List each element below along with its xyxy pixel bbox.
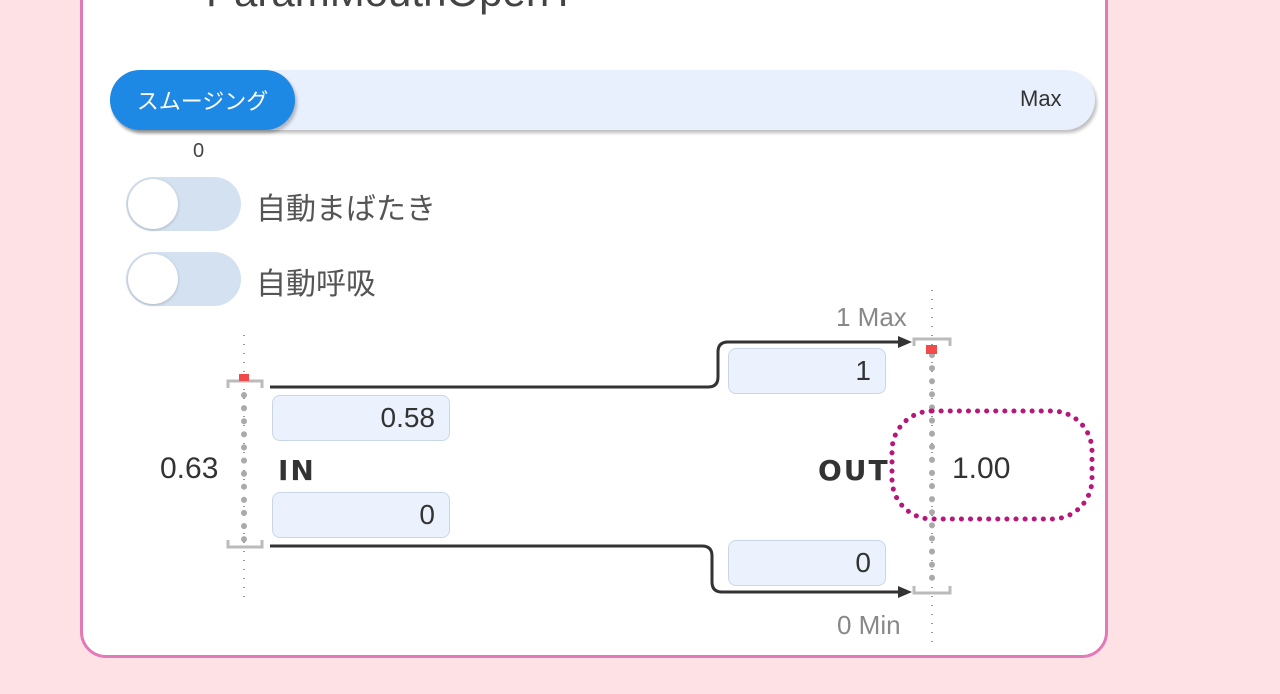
output-min-field[interactable]: 0 [728, 540, 886, 586]
toggle-knob [128, 254, 178, 304]
input-min-bracket [226, 540, 264, 549]
arrow-right-icon [898, 586, 912, 598]
parameter-title: ParamMouthOpenY [148, 0, 577, 16]
auto-breath-toggle[interactable] [126, 252, 241, 306]
parameter-name: ParamMouthOpenY [206, 0, 577, 16]
auto-blink-toggle[interactable] [126, 177, 241, 231]
smoothing-label: スムージング [136, 90, 269, 115]
toggle-knob [128, 179, 178, 229]
output-max-bracket [912, 337, 952, 346]
smoothing-max-label: Max [1020, 86, 1062, 111]
min-mapping-line [270, 544, 900, 594]
output-min-caption: 0 Min [837, 610, 901, 640]
arrow-right-icon [898, 336, 912, 348]
input-min-field[interactable]: 0 [272, 492, 450, 538]
output-indicator [926, 345, 937, 354]
input-label: IN [278, 454, 316, 487]
output-max-caption: 1 Max [836, 302, 907, 332]
output-label: OUT [818, 454, 890, 487]
max-mapping-line [270, 340, 900, 389]
output-current-value: 1.00 [952, 452, 1011, 485]
output-min-bracket [912, 586, 952, 595]
auto-breath-label: 自動呼吸 [256, 267, 376, 302]
smoothing-slider-thumb[interactable]: スムージング [110, 70, 295, 130]
input-max-field[interactable]: 0.58 [272, 395, 450, 441]
auto-blink-label: 自動まばたき [256, 192, 436, 227]
smoothing-value: 0 [193, 140, 205, 162]
input-max-bracket [226, 379, 264, 388]
output-max-field[interactable]: 1 [728, 348, 886, 394]
input-indicator [239, 374, 249, 381]
input-current-value: 0.63 [160, 452, 219, 485]
